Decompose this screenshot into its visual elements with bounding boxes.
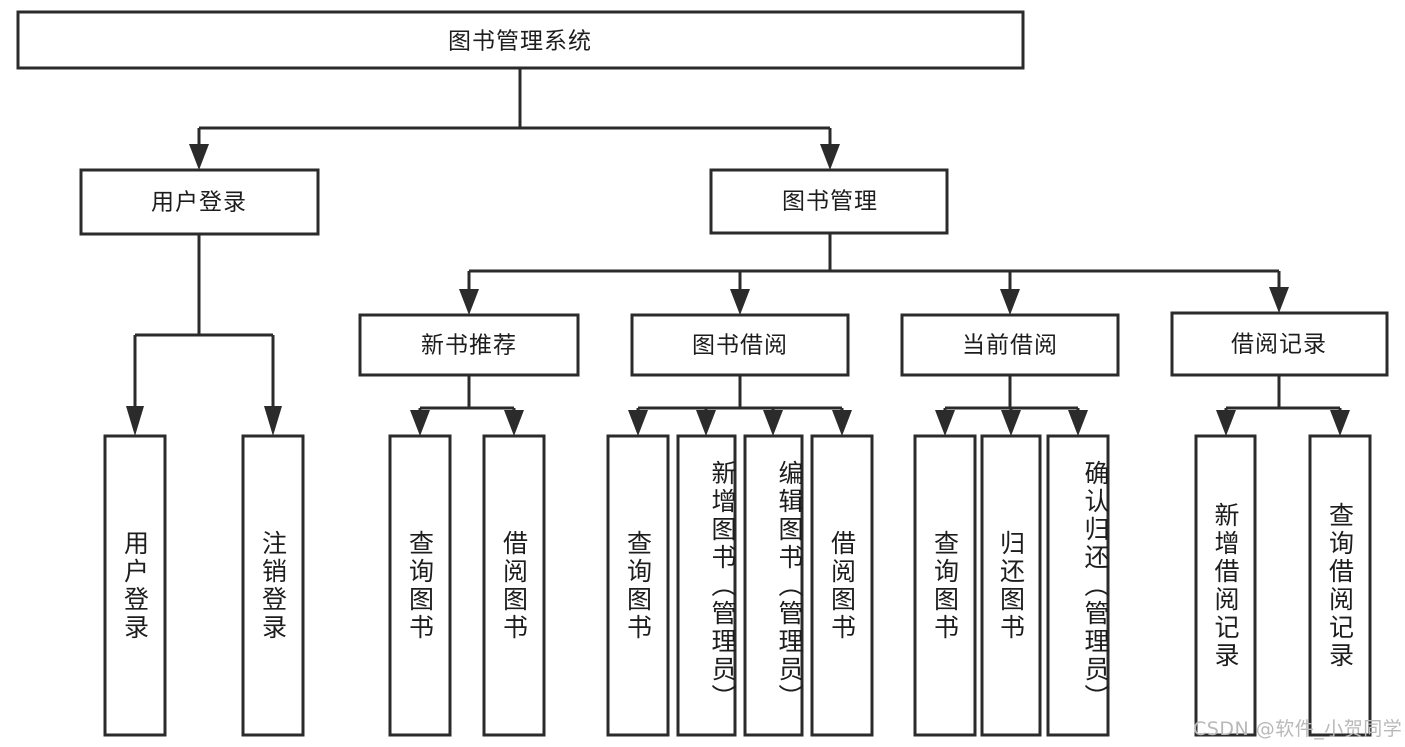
watermark-text: CSDN @软件_小贺同学 xyxy=(1193,718,1403,740)
node-box-current-borrow[interactable] xyxy=(900,313,1120,377)
arrow-head-book-manage xyxy=(820,144,840,170)
connectors-user-login-to-leaves xyxy=(126,234,282,436)
node-box-leaf-borrow-book-2[interactable] xyxy=(810,434,874,737)
arrow-head-leaf-add-record xyxy=(1216,410,1236,436)
arrow-head-current-borrow xyxy=(1000,289,1020,315)
connectors-current-borrow-to-leaves xyxy=(935,375,1088,436)
arrow-head-leaf-borrow-book-2 xyxy=(832,410,852,436)
node-box-root[interactable] xyxy=(16,10,1025,70)
node-box-leaf-query-book-3[interactable] xyxy=(913,434,977,737)
connectors-new-book-recommend-to-leaves xyxy=(410,375,524,436)
arrow-head-leaf-edit-book xyxy=(763,410,783,436)
node-box-leaf-add-book[interactable] xyxy=(676,434,737,737)
node-box-leaf-edit-book[interactable] xyxy=(743,434,804,737)
node-box-leaf-add-record[interactable] xyxy=(1194,434,1257,737)
node-label-book-manage: 图书管理 xyxy=(782,189,878,215)
node-box-book-manage[interactable] xyxy=(709,168,949,235)
arrow-head-leaf-user-login xyxy=(126,406,144,436)
connectors-borrow-record-to-leaves xyxy=(1216,375,1350,436)
arrow-head-new-book-recommend xyxy=(459,289,479,315)
arrow-head-leaf-query-record xyxy=(1330,410,1350,436)
arrow-head-leaf-query-book-1 xyxy=(410,410,430,436)
arrow-head-leaf-confirm-return xyxy=(1068,410,1088,436)
node-box-leaf-query-book-1[interactable] xyxy=(388,434,452,737)
node-box-new-book-recommend[interactable] xyxy=(358,313,580,377)
arrow-head-leaf-return-book xyxy=(1001,410,1021,436)
node-box-user-login[interactable] xyxy=(79,168,320,236)
node-box-leaf-logout[interactable] xyxy=(241,434,305,737)
arrow-head-borrow-record xyxy=(1269,287,1289,313)
connectors-book-borrow-to-leaves xyxy=(628,375,852,436)
connectors-book-manage-to-level3 xyxy=(459,233,1289,315)
node-label-new-book-recommend: 新书推荐 xyxy=(421,333,517,359)
node-box-leaf-confirm-return[interactable] xyxy=(1046,434,1110,737)
node-label-book-borrow: 图书借阅 xyxy=(692,333,788,359)
arrow-head-user-login xyxy=(189,144,209,170)
node-box-leaf-query-record[interactable] xyxy=(1308,434,1372,737)
connectors-root-to-level2 xyxy=(189,68,840,170)
arrow-head-leaf-borrow-book-1 xyxy=(504,410,524,436)
arrow-head-leaf-logout xyxy=(264,406,282,436)
node-box-borrow-record[interactable] xyxy=(1170,311,1389,377)
node-box-book-borrow[interactable] xyxy=(630,313,850,377)
node-box-leaf-return-book[interactable] xyxy=(980,434,1042,737)
node-label-current-borrow: 当前借阅 xyxy=(962,333,1058,359)
arrow-head-leaf-query-book-2 xyxy=(628,410,648,436)
node-box-leaf-query-book-2[interactable] xyxy=(606,434,670,737)
arrow-head-leaf-add-book xyxy=(696,410,716,436)
node-box-leaf-user-login[interactable] xyxy=(103,434,167,737)
node-box-leaf-borrow-book-1[interactable] xyxy=(482,434,546,737)
node-label-user-login: 用户登录 xyxy=(151,190,247,216)
node-label-root: 图书管理系统 xyxy=(448,29,592,55)
node-label-borrow-record: 借阅记录 xyxy=(1231,332,1327,358)
arrow-head-leaf-query-book-3 xyxy=(935,410,955,436)
arrow-head-book-borrow xyxy=(730,289,750,315)
